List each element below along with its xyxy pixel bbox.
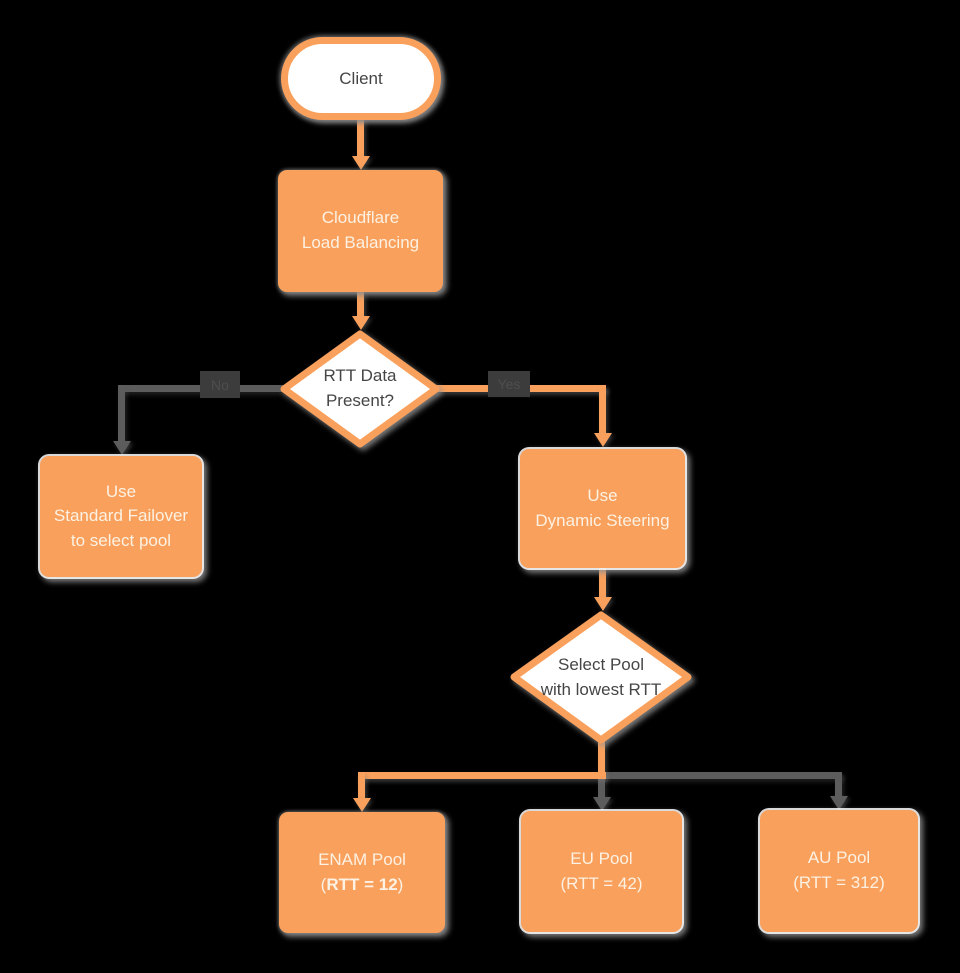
connector-selectpool-to-eu-vertical <box>598 772 605 799</box>
node-cloudflare-load-balancing: Cloudflare Load Balancing <box>278 170 443 292</box>
connector-no-branch-vertical <box>118 385 125 442</box>
arrowhead-down-icon <box>594 597 612 611</box>
diamond-shape-icon <box>280 330 440 448</box>
arrowhead-down-icon <box>594 433 612 447</box>
enam-rtt-paren-close: ) <box>397 874 404 894</box>
node-dynamic-steering: Use Dynamic Steering <box>520 449 685 568</box>
node-select-pool-label: Select Pool with lowest RTT <box>540 654 662 699</box>
connector-selectpool-to-au-vertical <box>835 772 842 797</box>
enam-rtt-value: RTT = 12 <box>326 874 398 894</box>
node-cloudflare-load-balancing-label: Cloudflare Load Balancing <box>301 208 420 252</box>
arrowhead-down-icon <box>830 796 848 810</box>
connector-loadbalancing-to-decision <box>357 292 364 318</box>
arrowhead-down-icon <box>352 316 370 330</box>
edge-label-no: No <box>200 371 240 398</box>
node-standard-failover: Use Standard Failover to select pool <box>40 456 202 577</box>
arrowhead-down-icon <box>352 156 370 170</box>
node-select-pool-decision: Select Pool with lowest RTT <box>510 611 692 744</box>
node-rtt-data-present-decision: RTT Data Present? <box>280 330 440 448</box>
connector-client-to-loadbalancing <box>357 116 364 158</box>
arrowhead-down-icon <box>593 797 611 811</box>
connector-steering-to-selectpool <box>599 568 606 599</box>
enam-pool-rtt: (RTT = 12) <box>318 873 406 898</box>
connector-selectpool-to-enam-horizontal <box>358 772 606 779</box>
node-au-pool: AU Pool (RTT = 312) <box>760 810 918 932</box>
connector-yes-branch-vertical <box>599 385 606 434</box>
node-client: Client <box>281 37 441 120</box>
edge-label-yes: Yes <box>488 371 530 397</box>
arrowhead-down-icon <box>113 441 131 455</box>
node-enam-pool-label: ENAM Pool (RTT = 12) <box>318 848 406 897</box>
node-client-label: Client <box>339 68 383 88</box>
connector-selectpool-to-au-horizontal <box>598 772 842 779</box>
node-au-pool-label: AU Pool (RTT = 312) <box>793 848 885 892</box>
node-dynamic-steering-label: Use Dynamic Steering <box>535 485 670 530</box>
node-eu-pool-label: EU Pool (RTT = 42) <box>560 848 643 893</box>
node-eu-pool: EU Pool (RTT = 42) <box>521 811 682 932</box>
enam-rtt-paren-open: ( <box>320 874 327 894</box>
node-rtt-data-present-label: RTT Data Present? <box>323 366 397 410</box>
enam-pool-name: ENAM Pool <box>318 849 406 869</box>
node-enam-pool: ENAM Pool (RTT = 12) <box>279 812 445 933</box>
arrowhead-down-icon <box>353 798 371 812</box>
connector-selectpool-down-vertical <box>598 740 605 776</box>
node-standard-failover-label: Use Standard Failover to select pool <box>53 481 189 550</box>
connector-selectpool-to-enam-vertical <box>358 772 365 800</box>
diamond-shape-icon <box>510 611 692 744</box>
